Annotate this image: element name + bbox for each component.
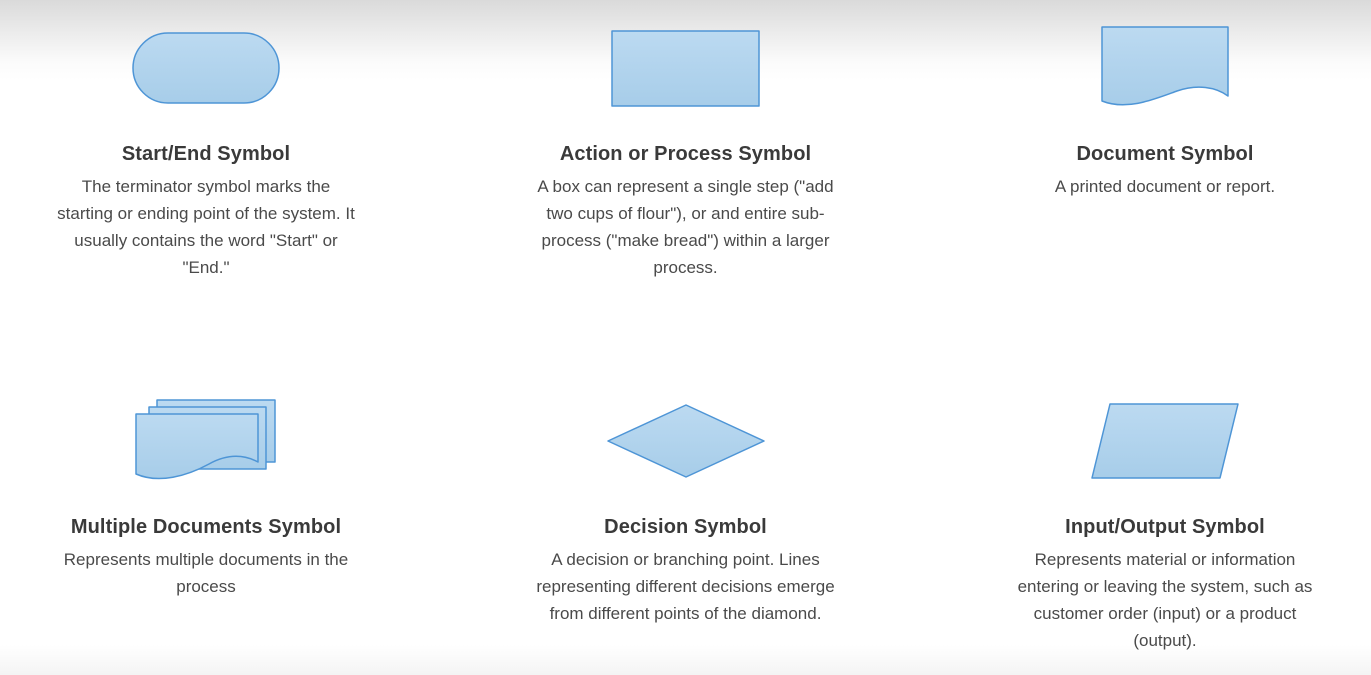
decision-shape-icon bbox=[606, 404, 765, 478]
input-output-shape-icon bbox=[1091, 403, 1239, 479]
symbol-description: A printed document or report. bbox=[1054, 177, 1276, 196]
flowchart-symbols-grid: Start/End Symbol The terminator symbol m… bbox=[0, 26, 1371, 654]
symbol-description: A box can represent a single step ("add … bbox=[537, 177, 834, 277]
symbol-description: Represents multiple documents in the pro… bbox=[63, 550, 349, 596]
multiple-documents-shape-icon bbox=[135, 399, 276, 480]
symbol-description: Represents material or information enter… bbox=[1017, 550, 1313, 650]
symbol-card-decision: Decision Symbol A decision or branching … bbox=[480, 400, 892, 654]
symbol-description: A decision or branching point. Lines rep… bbox=[536, 550, 835, 623]
symbol-card-document: Document Symbol A printed document or re… bbox=[959, 26, 1371, 373]
symbols-row-2: Multiple Documents Symbol Represents mul… bbox=[0, 373, 1371, 654]
symbol-card-multiple-documents: Multiple Documents Symbol Represents mul… bbox=[0, 399, 412, 654]
symbol-title: Input/Output Symbol bbox=[1065, 516, 1265, 538]
symbol-title: Start/End Symbol bbox=[121, 143, 291, 165]
symbol-title: Decision Symbol bbox=[604, 516, 767, 538]
symbol-card-terminator: Start/End Symbol The terminator symbol m… bbox=[0, 27, 412, 373]
symbol-title: Multiple Documents Symbol bbox=[70, 516, 342, 538]
process-shape-icon bbox=[611, 29, 760, 107]
symbol-title: Action or Process Symbol bbox=[559, 143, 812, 165]
symbol-card-input-output: Input/Output Symbol Represents material … bbox=[959, 400, 1371, 654]
symbol-card-process: Action or Process Symbol A box can repre… bbox=[480, 27, 892, 373]
symbol-description: The terminator symbol marks the starting… bbox=[57, 177, 355, 277]
symbol-title: Document Symbol bbox=[1076, 143, 1254, 165]
symbols-row-1: Start/End Symbol The terminator symbol m… bbox=[0, 26, 1371, 373]
document-shape-icon bbox=[1101, 26, 1229, 106]
terminator-shape-icon bbox=[132, 32, 280, 104]
